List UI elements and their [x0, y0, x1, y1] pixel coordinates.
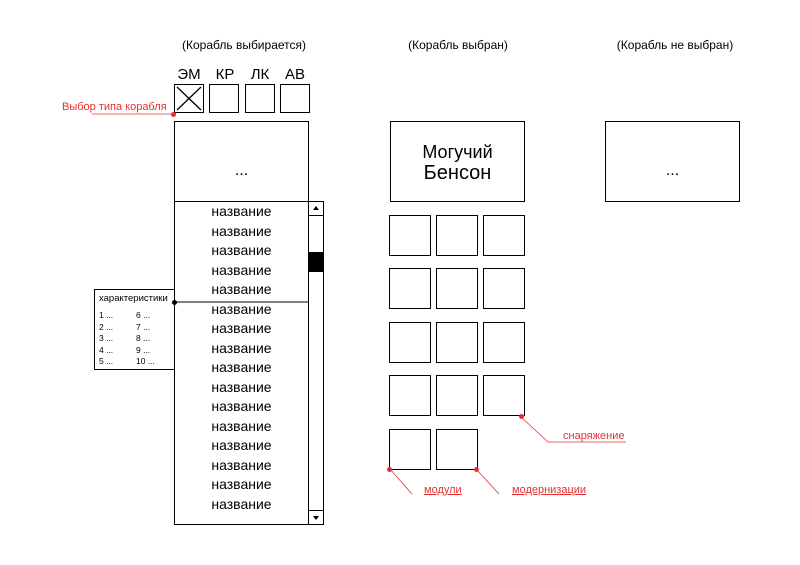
- equipment-slot[interactable]: [389, 215, 431, 256]
- not-selected-box: ...: [605, 121, 740, 202]
- selected-ship-box: Могучий Бенсон: [390, 121, 525, 202]
- equipment-slot[interactable]: [436, 375, 478, 416]
- ship-type-annotation: Выбор типа корабля: [62, 101, 167, 113]
- characteristic-item: 4 ...: [99, 344, 114, 355]
- type-checkbox-lk[interactable]: [245, 84, 275, 113]
- equipment-slot[interactable]: [483, 268, 525, 309]
- list-item[interactable]: название: [211, 495, 272, 512]
- equipment-slot[interactable]: [389, 322, 431, 363]
- scroll-down-button[interactable]: [309, 510, 323, 524]
- ship-list: название название название название назв…: [175, 202, 308, 514]
- list-item[interactable]: название: [211, 398, 272, 414]
- characteristic-item: 5 ...: [99, 356, 114, 366]
- list-item[interactable]: название: [211, 203, 272, 219]
- selected-ship-name-line2: Бенсон: [423, 162, 492, 184]
- equipment-leader: [519, 415, 549, 443]
- annotation-dot: [387, 467, 392, 472]
- list-item[interactable]: название: [211, 261, 272, 278]
- list-item[interactable]: название: [211, 378, 272, 395]
- type-label-em: ЭМ: [177, 66, 201, 83]
- ship-list-scrollbar[interactable]: [308, 201, 324, 525]
- list-item[interactable]: название: [211, 417, 272, 434]
- upgrades-leader: [475, 468, 500, 495]
- characteristics-tooltip: характеристики 1 ... 2 ... 3 ... 4 ... 5…: [94, 289, 175, 370]
- type-checkbox-em[interactable]: [174, 84, 204, 113]
- upgrades-annotation: модернизации: [512, 484, 587, 496]
- list-item[interactable]: название: [211, 437, 272, 453]
- cross-icon: [176, 86, 202, 111]
- equipment-slot[interactable]: [483, 215, 525, 256]
- upgrade-slot[interactable]: [436, 429, 478, 470]
- type-label-kr: КР: [215, 66, 235, 83]
- equipment-slot[interactable]: [389, 375, 431, 416]
- modules-annotation: модули: [424, 484, 462, 496]
- characteristic-item: 1 ...: [99, 310, 114, 320]
- list-item[interactable]: название: [211, 339, 272, 356]
- equipment-slot[interactable]: [483, 375, 525, 416]
- ship-list-panel: [174, 201, 324, 525]
- equipment-annotation: снаряжение: [563, 430, 625, 442]
- list-item[interactable]: название: [211, 242, 272, 258]
- characteristic-item: 10 ...: [136, 356, 155, 366]
- scroll-up-button[interactable]: [309, 202, 323, 216]
- header-selected: (Корабль выбран): [408, 38, 508, 52]
- annotation-dot: [474, 467, 479, 472]
- type-label-av: АВ: [284, 66, 306, 83]
- type-checkbox-av[interactable]: [280, 84, 310, 113]
- list-item[interactable]: название: [211, 456, 272, 473]
- equipment-slot[interactable]: [436, 215, 478, 256]
- characteristic-item: 3 ...: [99, 333, 114, 343]
- annotation-dot: [171, 112, 176, 117]
- equipment-slot[interactable]: [436, 322, 478, 363]
- tooltip-anchor-dot: [172, 300, 177, 305]
- equipment-slot[interactable]: [436, 268, 478, 309]
- preview-placeholder: ...: [234, 162, 249, 179]
- selected-ship-name-line1: Могучий: [422, 142, 493, 162]
- header-not-selected: (Корабль не выбран): [616, 38, 734, 52]
- list-item[interactable]: название: [211, 320, 272, 336]
- list-item[interactable]: название: [211, 222, 272, 239]
- characteristics-col2: 6 ... 7 ... 8 ... 9 ... 10 ...: [136, 310, 155, 368]
- characteristic-item: 7 ...: [136, 321, 151, 332]
- arrow-down-icon: [313, 516, 319, 520]
- characteristics-title: характеристики: [99, 293, 168, 304]
- list-item[interactable]: название: [211, 359, 272, 375]
- characteristic-item: 6 ...: [136, 310, 151, 320]
- list-item[interactable]: название: [211, 281, 272, 297]
- arrow-up-icon: [313, 206, 319, 210]
- type-label-lk: ЛК: [250, 66, 270, 83]
- list-item[interactable]: название: [211, 476, 272, 492]
- modules-leader: [389, 468, 413, 495]
- annotation-dot: [519, 414, 524, 419]
- list-item[interactable]: название: [211, 300, 272, 317]
- equipment-slot[interactable]: [483, 322, 525, 363]
- scroll-thumb[interactable]: [309, 252, 323, 272]
- characteristic-item: 8 ...: [136, 333, 151, 343]
- not-selected-placeholder: ...: [665, 162, 680, 179]
- module-slot[interactable]: [389, 429, 431, 470]
- type-checkbox-kr[interactable]: [209, 84, 239, 113]
- characteristics-col1: 1 ... 2 ... 3 ... 4 ... 5 ...: [99, 310, 113, 368]
- header-selecting: (Корабль выбирается): [182, 38, 306, 52]
- characteristic-item: 9 ...: [136, 344, 151, 355]
- equipment-slot[interactable]: [389, 268, 431, 309]
- characteristic-item: 2 ...: [99, 321, 114, 332]
